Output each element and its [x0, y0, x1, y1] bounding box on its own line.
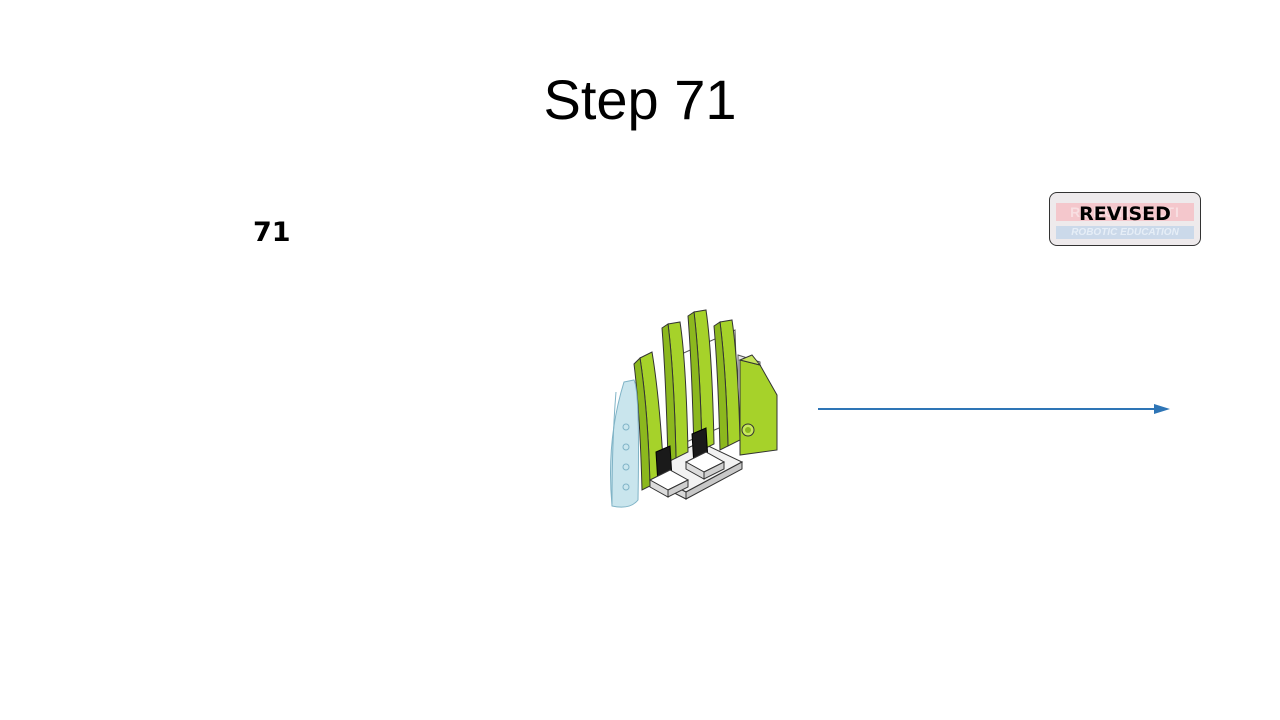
right-arrow-icon — [818, 404, 1170, 414]
lego-model-illustration — [610, 309, 778, 508]
badge-watermark-logo: ROBOTICS LTI — [1056, 203, 1194, 221]
revised-label: REVISED — [1079, 203, 1171, 225]
badge-watermark-subtitle: ROBOTIC EDUCATION — [1056, 226, 1194, 239]
revised-badge: ROBOTICS LTI ROBOTIC EDUCATION REVISED — [1049, 192, 1201, 246]
slide-title: Step 71 — [543, 68, 737, 131]
step-number: 71 — [253, 217, 291, 248]
